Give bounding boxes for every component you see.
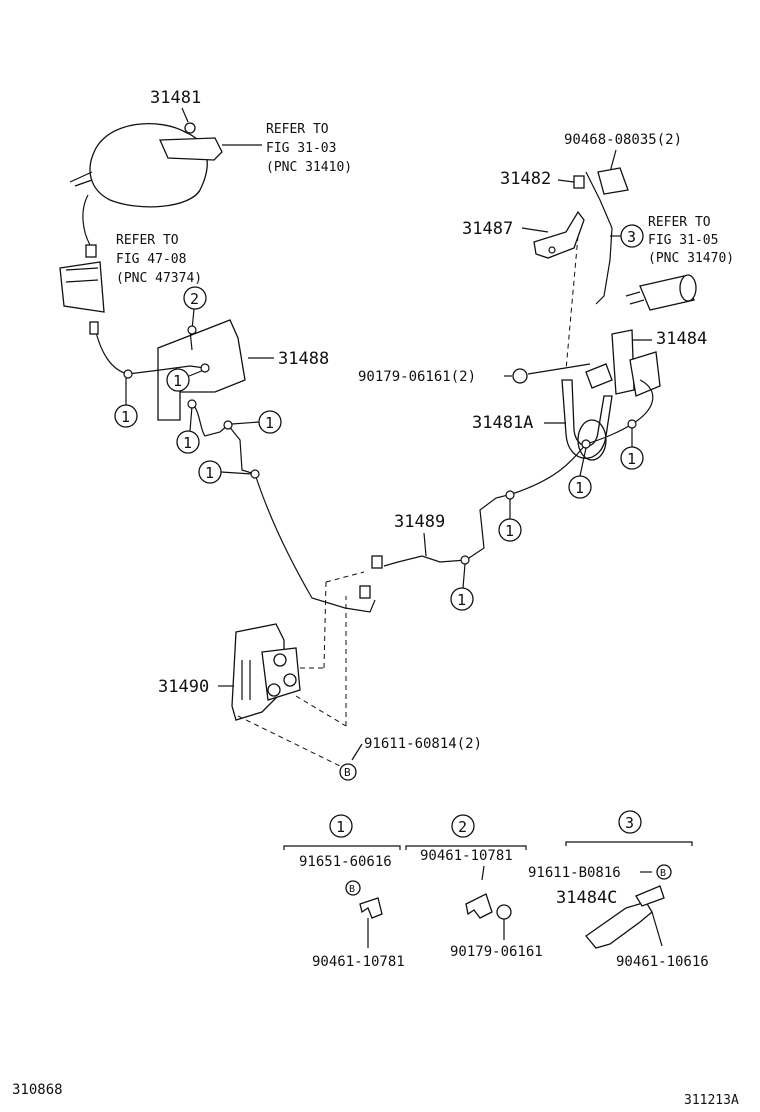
svg-text:1: 1 [183,434,192,452]
part-31484-label: 31484 [656,329,707,349]
ref-fig4708-line1: REFER TO [116,233,179,248]
bolt-callout-main: B [339,763,357,781]
svg-text:3: 3 [625,814,634,832]
callout-2-top: 2 [183,286,207,331]
hose-31481A-drawing [383,379,654,567]
svg-text:1: 1 [336,818,345,836]
legend-g1-bottom: 90461-10781 [312,954,405,970]
callout-1-d: 1 [231,410,282,434]
svg-text:2: 2 [190,290,199,308]
ref-fig3103-line3: (PNC 31410) [266,160,352,175]
svg-text:3: 3 [627,228,636,246]
legend-group-2: 2 90461-10781 90179-06161 [405,814,543,960]
svg-text:1: 1 [265,414,274,432]
master-cylinder-drawing [69,122,262,208]
ref-fig3105-line3: (PNC 31470) [648,251,734,266]
svg-text:B: B [344,766,351,779]
bracket-31484-drawing [585,329,661,397]
svg-text:1: 1 [575,479,584,497]
svg-text:1: 1 [121,408,130,426]
svg-text:B: B [660,868,666,879]
part-31481-label: 31481 [150,88,201,108]
svg-text:2: 2 [458,818,467,836]
part-91611-label: 91611-60814(2) [364,736,482,752]
callout-1-a: 1 [114,378,138,428]
bracket-31487-drawing [533,167,629,305]
ref-fig4708-line3: (PNC 47374) [116,271,202,286]
callout-1-e: 1 [198,460,253,484]
legend-g3-bottom: 90461-10616 [616,954,709,970]
legend-g2-bottom: 90179-06161 [450,944,543,960]
part-31488-label: 31488 [278,349,329,369]
callout-1-f: 1 [568,447,592,499]
svg-text:B: B [349,884,355,895]
svg-text:1: 1 [457,591,466,609]
valve-31490-drawing [231,623,301,721]
ref-fig3103-line2: FIG 31-03 [266,141,336,156]
footer-right-code: 311213A [684,1093,739,1108]
callout-1-c: 1 [176,405,200,454]
brake-tube-31488-drawing [89,319,376,613]
legend-g2-top: 90461-10781 [420,848,513,864]
legend-g1-top: 91651-60616 [299,854,392,870]
ref-fig3105-line1: REFER TO [648,215,711,230]
legend-g3-top: 91611-B0816 [528,865,621,881]
legend-group-1: 1 91651-60616 B 90461-10781 [283,814,405,970]
callout-3-top: 3 [610,224,644,248]
cylinder-31470-drawing [625,274,697,311]
part-31487-label: 31487 [462,219,513,239]
svg-text:1: 1 [205,464,214,482]
svg-text:1: 1 [173,372,182,390]
ref-fig3103-line1: REFER TO [266,122,329,137]
footer-left-code: 310868 [12,1082,63,1098]
part-31490-label: 31490 [158,677,209,697]
ref-fig3105-line2: FIG 31-05 [648,233,718,248]
part-90179-top-label: 90179-06161(2) [358,369,476,385]
part-31489-label: 31489 [394,512,445,532]
callout-1-i: 1 [450,563,474,611]
svg-text:1: 1 [505,522,514,540]
part-31482-label: 31482 [500,169,551,189]
ref-fig4708-line2: FIG 47-08 [116,252,186,267]
svg-text:1: 1 [627,450,636,468]
legend-g3-mid: 31484C [556,888,617,908]
part-31481A-label: 31481A [472,413,533,433]
part-90468-label: 90468-08035(2) [564,132,682,148]
callout-1-g: 1 [620,428,644,470]
flex-hose-block-drawing [59,194,105,313]
callout-1-b: 1 [166,368,205,392]
legend-group-3: 3 91611-B0816 B 31484C 90461-10616 [528,810,709,970]
callout-1-h: 1 [498,499,522,542]
